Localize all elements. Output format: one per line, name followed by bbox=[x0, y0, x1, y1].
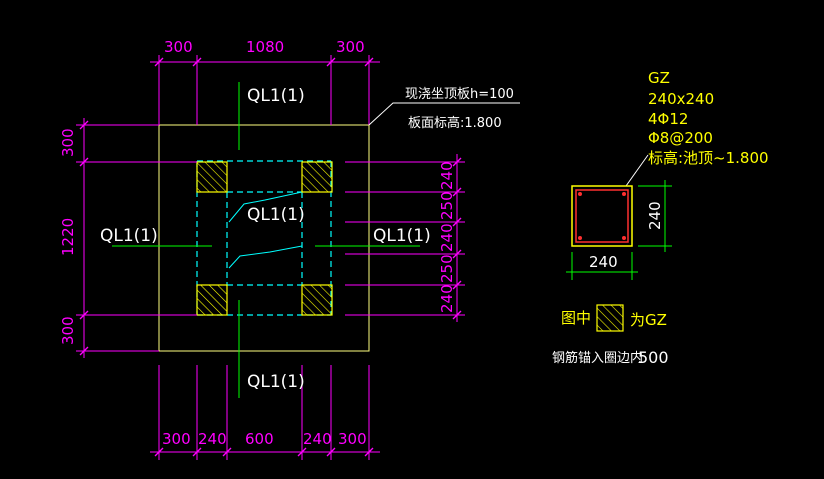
legend-hatch-swatch bbox=[596, 304, 624, 332]
dim-left-2: 1220 bbox=[59, 218, 77, 256]
plan-view: 300 1080 300 300 240 600 240 300 300 122… bbox=[59, 38, 520, 460]
dim-top-2: 1080 bbox=[246, 38, 284, 56]
dim-right-4: 250 bbox=[438, 254, 456, 283]
slab-note-line2: 板面标高:1.800 bbox=[408, 115, 502, 131]
column-section-stirrup bbox=[575, 189, 629, 243]
legend-prefix: 图中 bbox=[561, 309, 591, 327]
beam-label-left: QL1(1) bbox=[100, 226, 158, 246]
dim-bottom-1: 300 bbox=[162, 430, 191, 448]
legend-suffix: 为GZ bbox=[630, 311, 667, 329]
columns bbox=[196, 161, 333, 316]
dim-bottom-3: 600 bbox=[245, 430, 274, 448]
footnote-text: 钢筋锚入圈边内 bbox=[552, 350, 643, 366]
dim-right-5: 240 bbox=[438, 284, 456, 313]
column-main-rebar: 4Φ12 bbox=[648, 110, 688, 128]
column-elevation: 标高:池顶~1.800 bbox=[648, 149, 769, 167]
column-name: GZ bbox=[648, 69, 670, 87]
dim-left-1: 300 bbox=[59, 128, 77, 157]
dimension-ticks bbox=[79, 57, 462, 457]
slab-outline bbox=[158, 124, 370, 352]
beam-label-right: QL1(1) bbox=[373, 226, 431, 246]
column-section-outline bbox=[571, 185, 633, 247]
column-detail-dims bbox=[566, 180, 672, 280]
slab-note-leader bbox=[368, 102, 520, 126]
column-bottom-left bbox=[196, 284, 228, 316]
column-top-left bbox=[196, 161, 228, 193]
dim-bottom-2: 240 bbox=[198, 430, 227, 448]
dim-right-2: 250 bbox=[438, 191, 456, 220]
legend: 图中 为GZ 钢筋锚入圈边内 500 bbox=[552, 304, 669, 367]
column-bottom-right bbox=[301, 284, 333, 316]
axis-lines bbox=[112, 82, 420, 398]
dim-right-3: 240 bbox=[438, 223, 456, 252]
column-detail-leader bbox=[625, 154, 649, 187]
dimension-lines bbox=[76, 55, 465, 460]
column-detail: GZ 240x240 4Φ12 Φ8@200 标高:池顶~1.800 240 2… bbox=[566, 69, 769, 280]
dim-top-1: 300 bbox=[164, 38, 193, 56]
column-top-right bbox=[301, 161, 333, 193]
dim-top-3: 300 bbox=[336, 38, 365, 56]
dim-right-1: 240 bbox=[438, 161, 456, 190]
column-size: 240x240 bbox=[648, 90, 714, 108]
dim-left-3: 300 bbox=[59, 316, 77, 345]
beam-label-center: QL1(1) bbox=[247, 205, 305, 225]
slope-marks bbox=[228, 191, 303, 269]
dim-bottom-5: 300 bbox=[338, 430, 367, 448]
column-dim-width: 240 bbox=[589, 253, 618, 271]
slab-note-line1: 现浇坐顶板h=100 bbox=[405, 87, 514, 102]
dim-bottom-4: 240 bbox=[303, 430, 332, 448]
beam-label-top: QL1(1) bbox=[247, 86, 305, 106]
column-dim-height: 240 bbox=[646, 201, 664, 230]
beam-label-bottom: QL1(1) bbox=[247, 372, 305, 392]
footnote-value: 500 bbox=[638, 348, 669, 367]
column-rebars bbox=[578, 192, 626, 240]
column-stirrup: Φ8@200 bbox=[648, 129, 713, 147]
